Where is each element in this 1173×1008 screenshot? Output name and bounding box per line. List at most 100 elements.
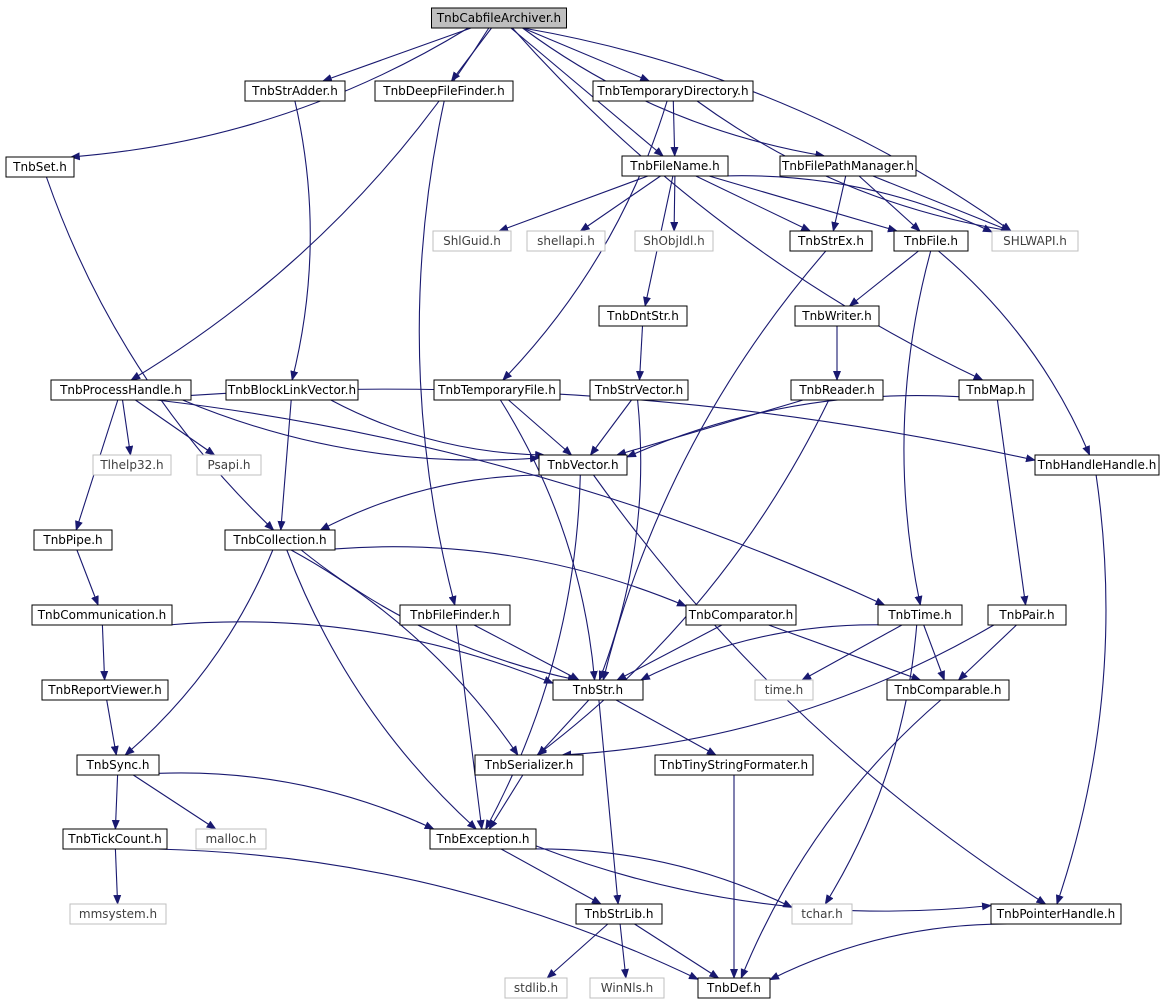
edge-file-to-time [903, 250, 932, 606]
edge-exception-to-strLib [500, 848, 602, 905]
node-str[interactable]: TnbStr.h [552, 679, 644, 701]
node-tickCount[interactable]: TnbTickCount.h [62, 828, 168, 850]
node-reader[interactable]: TnbReader.h [790, 379, 884, 401]
node-tinyFmt-label: TnbTinyStringFormater.h [659, 758, 808, 772]
node-def[interactable]: TnbDef.h [697, 977, 771, 999]
node-tickCount-label: TnbTickCount.h [67, 832, 161, 846]
node-processHandle-label: TnbProcessHandle.h [59, 383, 182, 397]
node-strLib-box [575, 903, 663, 925]
node-handleHandle[interactable]: TnbHandleHandle.h [1034, 454, 1160, 476]
node-comparable-label: TnbComparable.h [894, 683, 1002, 697]
edge-communication-to-str [168, 621, 554, 684]
node-pointerHandle[interactable]: TnbPointerHandle.h [990, 903, 1122, 925]
node-exception[interactable]: TnbException.h [429, 828, 537, 850]
node-deepFileFinder-label: TnbDeepFileFinder.h [382, 84, 504, 98]
node-stdlib-box [504, 977, 568, 999]
node-writer-box [794, 305, 880, 327]
node-sync[interactable]: TnbSync.h [76, 754, 160, 776]
edge-fileName-to-shobjidl [670, 175, 679, 232]
node-writer-label: TnbWriter.h [801, 309, 872, 323]
edge-comparator-to-str [616, 624, 723, 681]
node-handleHandle-box [1034, 454, 1160, 476]
node-shobjidl: ShObjIdl.h [634, 230, 714, 252]
node-timeh-box [754, 679, 814, 701]
node-strEx[interactable]: TnbStrEx.h [789, 230, 873, 252]
node-time[interactable]: TnbTime.h [877, 604, 963, 626]
node-vector-label: TnbVector.h [546, 458, 618, 472]
edge-root-to-fileName [510, 27, 664, 157]
edge-communication-to-reportViewer [100, 624, 109, 681]
edge-tempFile-to-str [499, 399, 598, 681]
node-dntStr[interactable]: TnbDntStr.h [598, 305, 688, 327]
node-strAdder[interactable]: TnbStrAdder.h [244, 80, 346, 102]
edge-time-to-comparable [923, 624, 945, 681]
edge-deepFileFinder-to-fileFinder [418, 100, 457, 606]
node-tlhelp32-label: Tlhelp32.h [99, 458, 163, 472]
node-winnls-box [589, 977, 665, 999]
edge-sync-to-exception [158, 772, 435, 830]
node-strVector[interactable]: TnbStrVector.h [589, 379, 689, 401]
node-file[interactable]: TnbFile.h [893, 230, 969, 252]
edge-strVector-to-str [598, 399, 642, 681]
node-blockLinkVector[interactable]: TnbBlockLinkVector.h [225, 379, 359, 401]
node-tinyFmt[interactable]: TnbTinyStringFormater.h [654, 754, 814, 776]
node-tchar-label: tchar.h [801, 907, 843, 921]
node-serializer[interactable]: TnbSerializer.h [474, 754, 584, 776]
node-tempDir[interactable]: TnbTemporaryDirectory.h [592, 80, 754, 102]
node-deepFileFinder[interactable]: TnbDeepFileFinder.h [374, 80, 514, 102]
node-filePathMgr-label: TnbFilePathManager.h [781, 159, 914, 173]
edge-blockLinkVector-to-vector [330, 399, 546, 459]
edge-collection-to-sync [124, 549, 274, 756]
edge-blockLinkVector-to-collection [277, 399, 292, 531]
edge-strLib-to-stdlib [546, 923, 609, 979]
node-comparator[interactable]: TnbComparator.h [685, 604, 797, 626]
node-exception-label: TnbException.h [435, 832, 529, 846]
node-fileFinder-box [399, 604, 511, 626]
node-pipe-label: TnbPipe.h [42, 533, 102, 547]
node-filePathMgr-box [779, 155, 917, 177]
node-tchar-box [791, 903, 853, 925]
edge-comparable-to-def [740, 699, 942, 979]
node-dntStr-box [598, 305, 688, 327]
node-writer[interactable]: TnbWriter.h [794, 305, 880, 327]
node-stdlib: stdlib.h [504, 977, 568, 999]
node-str-label: TnbStr.h [572, 683, 623, 697]
node-comparable[interactable]: TnbComparable.h [886, 679, 1010, 701]
node-tempFile[interactable]: TnbTemporaryFile.h [433, 379, 561, 401]
node-strLib[interactable]: TnbStrLib.h [575, 903, 663, 925]
node-processHandle[interactable]: TnbProcessHandle.h [50, 379, 192, 401]
node-serializer-box [474, 754, 584, 776]
node-tickCount-box [62, 828, 168, 850]
node-vector[interactable]: TnbVector.h [538, 454, 628, 476]
node-collection[interactable]: TnbCollection.h [224, 529, 336, 551]
node-dntStr-label: TnbDntStr.h [606, 309, 679, 323]
node-filePathMgr[interactable]: TnbFilePathManager.h [779, 155, 917, 177]
edge-processHandle-to-vector [182, 399, 540, 463]
node-sync-label: TnbSync.h [86, 758, 150, 772]
node-mmsystem-label: mmsystem.h [79, 907, 157, 921]
node-map[interactable]: TnbMap.h [958, 379, 1034, 401]
node-pipe[interactable]: TnbPipe.h [33, 529, 113, 551]
edge-root-to-tempDir [522, 27, 651, 82]
edge-collection-to-exception [286, 549, 477, 830]
node-fileFinder[interactable]: TnbFileFinder.h [399, 604, 511, 626]
node-fileName[interactable]: TnbFileName.h [621, 155, 729, 177]
node-strVector-label: TnbStrVector.h [594, 383, 683, 397]
edge-fileName-to-shellapi [579, 175, 661, 232]
node-mmsystem-box [69, 903, 167, 925]
node-reportViewer[interactable]: TnbReportViewer.h [41, 679, 169, 701]
node-root[interactable]: TnbCabfileArchiver.h [431, 7, 567, 29]
node-deepFileFinder-box [374, 80, 514, 102]
node-collection-label: TnbCollection.h [232, 533, 326, 547]
node-serializer-label: TnbSerializer.h [484, 758, 574, 772]
dependency-edges [45, 27, 1107, 981]
edge-vector-to-exception [485, 474, 581, 830]
node-communication[interactable]: TnbCommunication.h [31, 604, 173, 626]
node-winnls-label: WinNls.h [601, 981, 654, 995]
node-sync-box [76, 754, 160, 776]
node-shlwapi: SHLWAPI.h [991, 230, 1079, 252]
node-set[interactable]: TnbSet.h [5, 156, 75, 178]
node-pair[interactable]: TnbPair.h [987, 604, 1067, 626]
edge-strLib-to-winnls [619, 923, 629, 979]
